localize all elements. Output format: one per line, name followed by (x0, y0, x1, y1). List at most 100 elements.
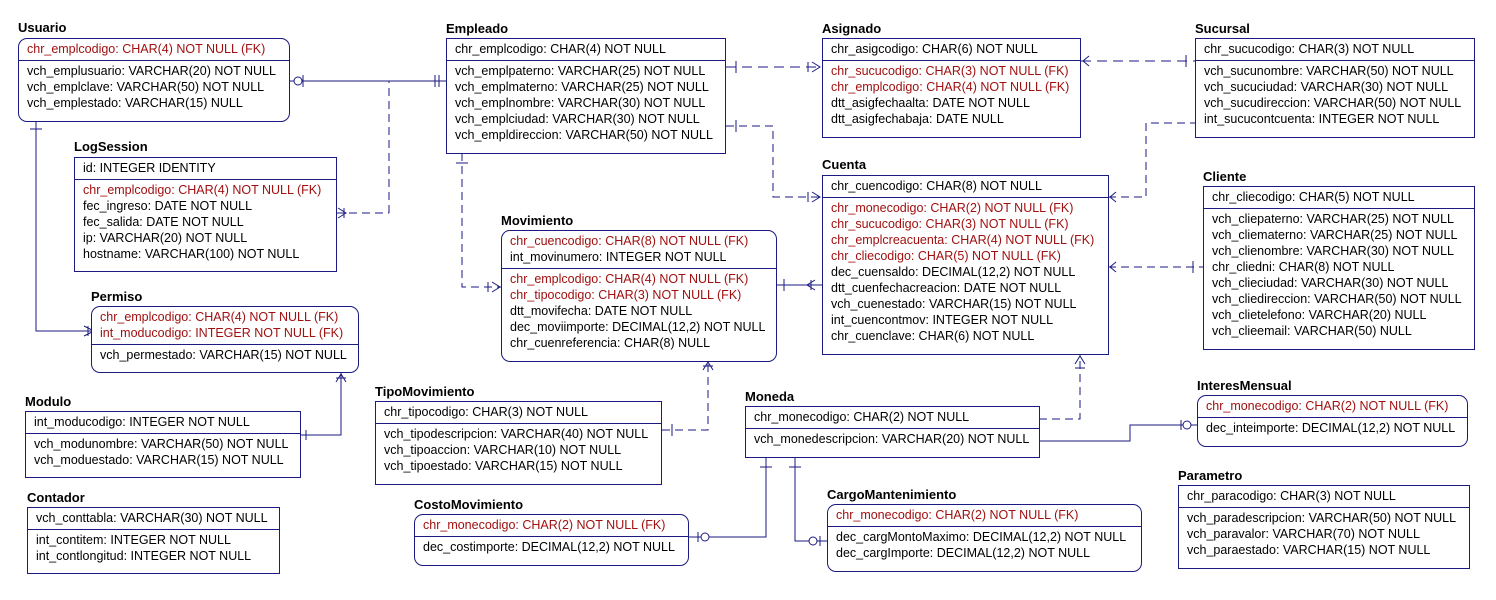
asignado-attr: dtt_asigfechabaja: DATE NULL (831, 112, 1004, 126)
entity-costomovimiento[interactable]: chr_monecodigo: CHAR(2) NOT NULL (FK) de… (414, 514, 689, 566)
tipomovimiento-key: chr_tipocodigo: CHAR(3) NOT NULL (384, 405, 589, 419)
movimiento-key: chr_cuencodigo: CHAR(8) NOT NULL (FK) (510, 234, 749, 248)
entity-cuenta[interactable]: chr_cuencodigo: CHAR(8) NOT NULL chr_mon… (822, 175, 1109, 355)
cliente-attr: vch_cliepaterno: VARCHAR(25) NOT NULL (1212, 212, 1454, 226)
logsession-attr: chr_emplcodigo: CHAR(4) NOT NULL (FK) (83, 183, 322, 197)
entity-title-sucursal: Sucursal (1195, 21, 1250, 36)
entity-title-modulo: Modulo (25, 394, 72, 409)
cuenta-attr: vch_cuenestado: VARCHAR(15) NOT NULL (831, 297, 1077, 311)
sucursal-attr: int_sucucontcuenta: INTEGER NOT NULL (1204, 112, 1440, 126)
cargomantenimiento-attrs: dec_cargMontoMaximo: DECIMAL(12,2) NOT N… (828, 527, 1141, 564)
rel-moneda-cargo (794, 458, 827, 542)
logsession-attrs: chr_emplcodigo: CHAR(4) NOT NULL (FK) fe… (75, 180, 336, 265)
entity-title-asignado: Asignado (822, 21, 882, 36)
movimiento-attr: dec_moviimporte: DECIMAL(12,2) NOT NULL (510, 320, 766, 334)
asignado-keys: chr_asigcodigo: CHAR(6) NOT NULL (823, 39, 1080, 61)
logsession-key: id: INTEGER IDENTITY (83, 161, 216, 175)
parametro-attr: vch_paradescripcion: VARCHAR(50) NOT NUL… (1187, 511, 1457, 525)
asignado-attr: chr_emplcodigo: CHAR(4) NOT NULL (FK) (831, 80, 1070, 94)
empleado-attr: vch_emplpaterno: VARCHAR(25) NOT NULL (455, 64, 706, 78)
movimiento-attr: chr_cuenreferencia: CHAR(8) NULL (510, 336, 711, 350)
asignado-attr: chr_sucucodigo: CHAR(3) NOT NULL (FK) (831, 64, 1069, 78)
rel-moneda-cuenta (1039, 354, 1081, 420)
empleado-attr: vch_empldireccion: VARCHAR(50) NOT NULL (455, 128, 713, 142)
cuenta-attr: dec_cuensaldo: DECIMAL(12,2) NOT NULL (831, 265, 1076, 279)
permiso-attr: vch_permestado: VARCHAR(15) NOT NULL (100, 348, 347, 362)
cargomantenimiento-attr: dec_cargImporte: DECIMAL(12,2) NOT NULL (836, 546, 1091, 560)
parametro-attr: vch_paraestado: VARCHAR(15) NOT NULL (1187, 543, 1431, 557)
costomovimiento-key: chr_monecodigo: CHAR(2) NOT NULL (FK) (423, 518, 666, 532)
entity-asignado[interactable]: chr_asigcodigo: CHAR(6) NOT NULL chr_suc… (822, 38, 1081, 138)
entity-title-contador: Contador (27, 490, 85, 505)
permiso-key: chr_emplcodigo: CHAR(4) NOT NULL (FK) (100, 310, 339, 324)
cliente-key: chr_cliecodigo: CHAR(5) NOT NULL (1212, 190, 1415, 204)
entity-tipomovimiento[interactable]: chr_tipocodigo: CHAR(3) NOT NULL vch_tip… (375, 401, 662, 485)
entity-cargomantenimiento[interactable]: chr_monecodigo: CHAR(2) NOT NULL (FK) de… (827, 504, 1142, 572)
tipomovimiento-attr: vch_tipodescripcion: VARCHAR(40) NOT NUL… (384, 427, 649, 441)
empleado-attrs: vch_emplpaterno: VARCHAR(25) NOT NULL vc… (447, 61, 725, 146)
movimiento-attr: dtt_movifecha: DATE NOT NULL (510, 304, 693, 318)
costomovimiento-keys: chr_monecodigo: CHAR(2) NOT NULL (FK) (415, 515, 688, 537)
usuario-attr: vch_emplusuario: VARCHAR(20) NOT NULL (27, 64, 276, 78)
entity-contador[interactable]: vch_conttabla: VARCHAR(30) NOT NULL int_… (27, 507, 280, 574)
parametro-keys: chr_paracodigo: CHAR(3) NOT NULL (1179, 486, 1469, 508)
entity-title-movimiento: Movimiento (501, 213, 574, 228)
empleado-key: chr_emplcodigo: CHAR(4) NOT NULL (455, 42, 666, 56)
entity-title-permiso: Permiso (91, 289, 143, 304)
asignado-attr: dtt_asigfechaalta: DATE NOT NULL (831, 96, 1030, 110)
entity-title-logsession: LogSession (74, 139, 148, 154)
movimiento-keys: chr_cuencodigo: CHAR(8) NOT NULL (FK) in… (502, 231, 776, 269)
entity-title-cargomantenimiento: CargoMantenimiento (827, 487, 957, 502)
entity-logsession[interactable]: id: INTEGER IDENTITY chr_emplcodigo: CHA… (74, 157, 337, 272)
entity-cliente[interactable]: chr_cliecodigo: CHAR(5) NOT NULL vch_cli… (1203, 186, 1475, 350)
cuenta-attr: dtt_cuenfechacreacion: DATE NOT NULL (831, 281, 1062, 295)
sucursal-keys: chr_sucucodigo: CHAR(3) NOT NULL (1196, 39, 1474, 61)
sucursal-attr: vch_sucunombre: VARCHAR(50) NOT NULL (1204, 64, 1454, 78)
parametro-key: chr_paracodigo: CHAR(3) NOT NULL (1187, 489, 1396, 503)
logsession-attr: fec_ingreso: DATE NOT NULL (83, 199, 253, 213)
permiso-key: int_moducodigo: INTEGER NOT NULL (FK) (100, 326, 344, 340)
moneda-keys: chr_monecodigo: CHAR(2) NOT NULL (746, 407, 1039, 429)
cliente-attr: vch_cliematerno: VARCHAR(25) NOT NULL (1212, 228, 1458, 242)
entity-moneda[interactable]: chr_monecodigo: CHAR(2) NOT NULL vch_mon… (745, 406, 1040, 458)
rel-usuario-permiso (35, 121, 94, 332)
modulo-attr: vch_moduestado: VARCHAR(15) NOT NULL (34, 453, 284, 467)
contador-attr: int_contitem: INTEGER NOT NULL (36, 533, 231, 547)
entity-modulo[interactable]: int_moducodigo: INTEGER NOT NULL vch_mod… (25, 411, 301, 478)
usuario-keys: chr_emplcodigo: CHAR(4) NOT NULL (FK) (19, 39, 289, 61)
cuenta-attrs: chr_monecodigo: CHAR(2) NOT NULL (FK) ch… (823, 198, 1108, 347)
modulo-key: int_moducodigo: INTEGER NOT NULL (34, 415, 250, 429)
entity-interesmensual[interactable]: chr_monecodigo: CHAR(2) NOT NULL (FK) de… (1197, 395, 1468, 447)
contador-key: vch_conttabla: VARCHAR(30) NOT NULL (36, 511, 268, 525)
rel-empleado-cuenta (726, 125, 822, 198)
entity-title-cuenta: Cuenta (822, 157, 867, 172)
empleado-attr: vch_emplmaterno: VARCHAR(25) NOT NULL (455, 80, 709, 94)
tipomovimiento-keys: chr_tipocodigo: CHAR(3) NOT NULL (376, 402, 661, 424)
tipomovimiento-attrs: vch_tipodescripcion: VARCHAR(40) NOT NUL… (376, 424, 661, 477)
rel-modulo-permiso (300, 372, 342, 436)
usuario-key: chr_emplcodigo: CHAR(4) NOT NULL (FK) (27, 42, 266, 56)
sucursal-attr: vch_sucudireccion: VARCHAR(50) NOT NULL (1204, 96, 1462, 110)
moneda-key: chr_monecodigo: CHAR(2) NOT NULL (754, 410, 970, 424)
cuenta-attr: chr_emplcreacuenta: CHAR(4) NOT NULL (FK… (831, 233, 1095, 247)
empleado-keys: chr_emplcodigo: CHAR(4) NOT NULL (447, 39, 725, 61)
entity-empleado[interactable]: chr_emplcodigo: CHAR(4) NOT NULL vch_emp… (446, 38, 726, 154)
sucursal-attrs: vch_sucunombre: VARCHAR(50) NOT NULL vch… (1196, 61, 1474, 130)
empleado-attr: vch_emplciudad: VARCHAR(30) NOT NULL (455, 112, 700, 126)
entity-title-parametro: Parametro (1178, 468, 1243, 483)
interesmensual-keys: chr_monecodigo: CHAR(2) NOT NULL (FK) (1198, 396, 1467, 418)
cargomantenimiento-key: chr_monecodigo: CHAR(2) NOT NULL (FK) (836, 508, 1079, 522)
entity-permiso[interactable]: chr_emplcodigo: CHAR(4) NOT NULL (FK) in… (91, 306, 359, 373)
logsession-attr: fec_salida: DATE NOT NULL (83, 215, 244, 229)
entity-movimiento[interactable]: chr_cuencodigo: CHAR(8) NOT NULL (FK) in… (501, 230, 777, 362)
entity-usuario[interactable]: chr_emplcodigo: CHAR(4) NOT NULL (FK) vc… (18, 38, 290, 122)
entity-sucursal[interactable]: chr_sucucodigo: CHAR(3) NOT NULL vch_suc… (1195, 38, 1475, 138)
rel-empleado-movimiento (461, 153, 502, 288)
cuenta-attr: chr_monecodigo: CHAR(2) NOT NULL (FK) (831, 201, 1074, 215)
rel-moneda-costo (689, 458, 767, 538)
entity-title-moneda: Moneda (745, 389, 795, 404)
asignado-key: chr_asigcodigo: CHAR(6) NOT NULL (831, 42, 1038, 56)
entity-parametro[interactable]: chr_paracodigo: CHAR(3) NOT NULL vch_par… (1178, 485, 1470, 569)
rel-moneda-interes (1039, 424, 1197, 442)
cliente-attr: vch_clieciudad: VARCHAR(30) NOT NULL (1212, 276, 1449, 290)
